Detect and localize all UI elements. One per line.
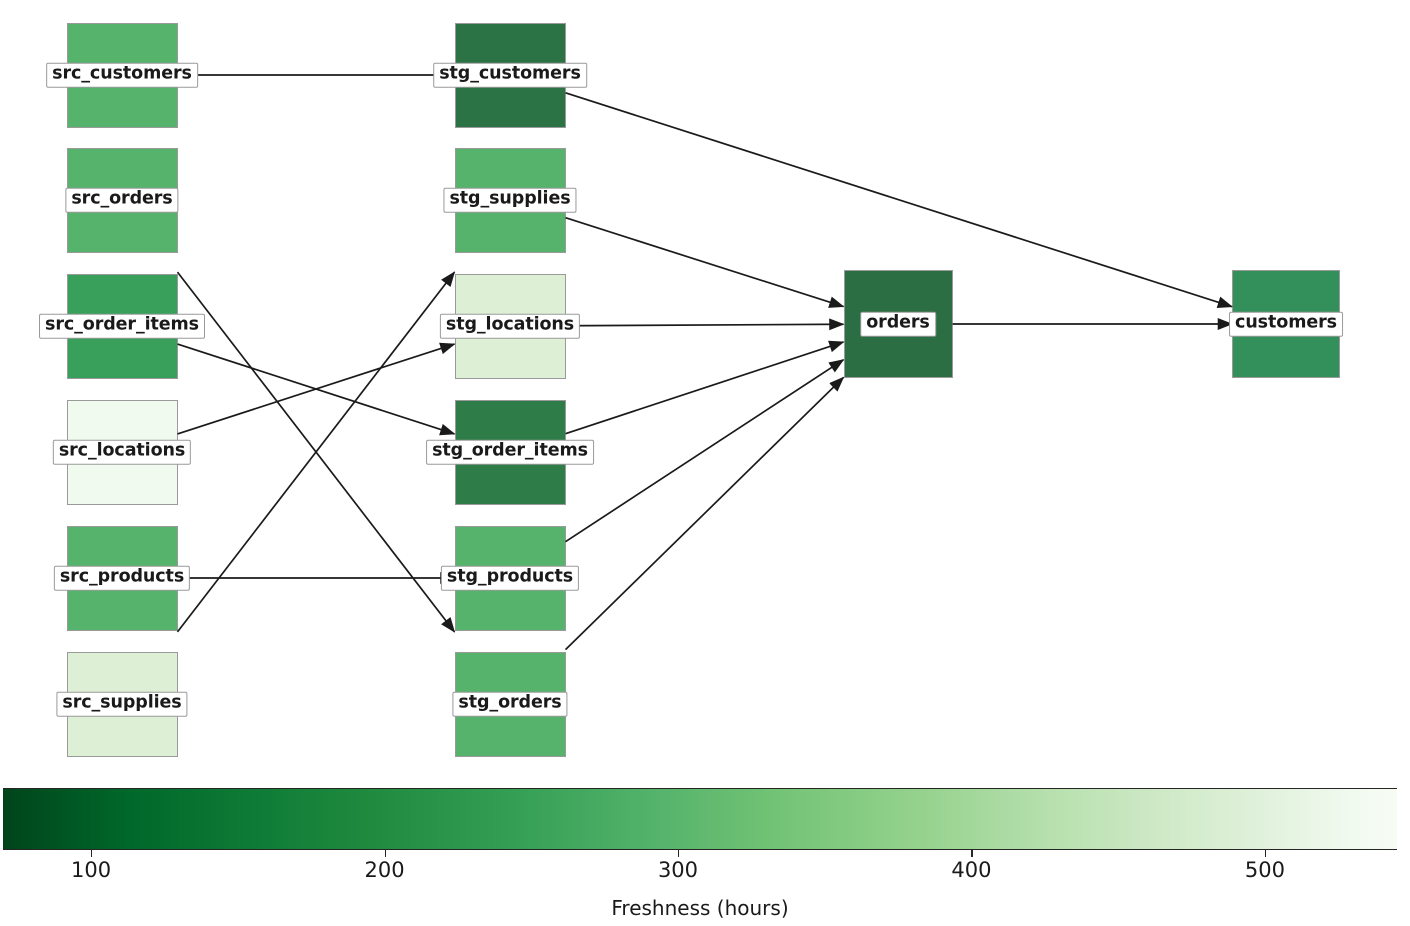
edge-src_locations-to-stg_locations [177,342,456,435]
node-label-customers: customers [1229,311,1343,337]
colorbar-tick-label-200: 200 [364,858,405,882]
colorbar-tick-400 [971,850,973,857]
node-label-stg_supplies: stg_supplies [443,187,577,213]
node-label-stg_locations: stg_locations [439,313,581,339]
colorbar-tick-label-100: 100 [70,858,112,882]
edge-stg_order_items-to-orders [565,340,845,435]
node-label-orders: orders [860,311,936,337]
node-label-src_supplies: src_supplies [56,691,188,717]
edges-layer [176,74,1234,651]
edge-src_supplies-to-stg_supplies [176,271,456,633]
node-label-src_locations: src_locations [52,439,192,465]
node-label-src_order_items: src_order_items [39,313,205,339]
node-label-stg_customers: stg_customers [433,62,587,88]
edge-stg_orders-to-orders [564,376,845,651]
edge-stg_products-to-orders [565,358,845,543]
colorbar: 100 200 300 400 500 Freshness (hours) [3,788,1397,926]
colorbar-tick-500 [1264,850,1267,857]
node-label-stg_products: stg_products [440,565,580,591]
colorbar-tick-200 [384,850,386,857]
node-label-src_orders: src_orders [65,187,179,213]
node-label-stg_order_items: stg_order_items [426,439,594,465]
edge-src_order_items-to-stg_order_items [177,343,456,436]
colorbar-gradient [3,788,1397,850]
node-label-stg_orders: stg_orders [452,691,568,717]
edge-stg_locations-to-orders [565,318,845,331]
edge-lines [176,74,1234,651]
edge-src_orders-to-stg_orders [176,271,456,633]
colorbar-tick-label-300: 300 [657,858,699,882]
colorbar-tick-label-500: 500 [1244,858,1285,882]
colorbar-axis-label: Freshness (hours) [611,896,789,920]
colorbar-tick-100 [91,850,93,857]
node-label-src_customers: src_customers [46,62,198,88]
node-label-src_products: src_products [53,565,191,591]
colorbar-tick-label-400: 400 [951,858,992,882]
colorbar-tick-300 [677,850,680,857]
edge-stg_supplies-to-orders [565,216,845,308]
